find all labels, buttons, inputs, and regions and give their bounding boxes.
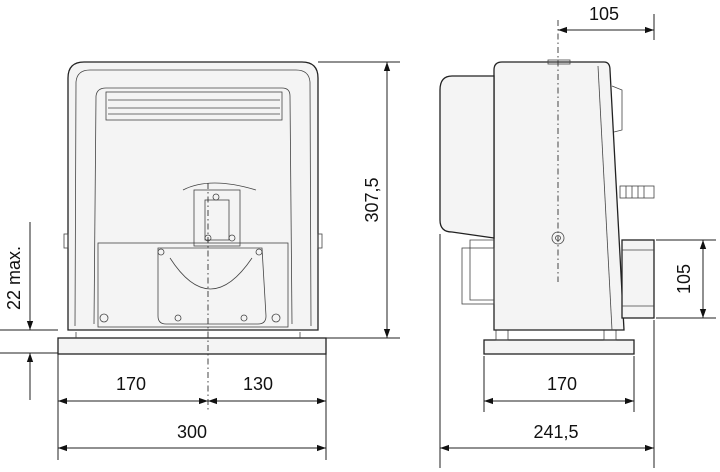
side-view: 105 105 170 241,5 (439, 4, 716, 468)
front-base-plate (57, 337, 327, 355)
dim-front-height: 307,5 (318, 61, 400, 339)
side-lower-box (461, 247, 495, 305)
dim-side-right-label: 105 (674, 264, 694, 294)
dim-side-bottom-label: 170 (547, 374, 577, 394)
side-housing (493, 61, 625, 331)
side-base-plate (483, 339, 635, 355)
front-view: 307,5 22 max. 170 130 300 (0, 61, 400, 460)
dim-side-bottom: 170 (483, 356, 635, 412)
dim-front-left-label: 170 (116, 374, 146, 394)
dim-front-partial: 170 130 (57, 354, 327, 460)
side-motor-cover (439, 75, 495, 239)
dim-front-clearance: 22 max. (0, 222, 58, 400)
front-bracket (182, 182, 257, 247)
side-bolt (619, 185, 655, 199)
front-grille (105, 91, 283, 121)
dim-side-right: 105 (656, 239, 716, 319)
dim-side-top: 105 (558, 4, 655, 40)
front-gear-cover (157, 247, 267, 325)
dim-front-right-label: 130 (243, 374, 273, 394)
dim-side-total: 241,5 (439, 234, 655, 468)
dim-side-total-label: 241,5 (533, 422, 578, 442)
bolt-icon (99, 313, 109, 323)
dim-front-total-label: 300 (177, 422, 207, 442)
front-lower-plate (97, 242, 289, 328)
front-housing (67, 61, 319, 331)
dim-side-top-label: 105 (589, 4, 619, 24)
dim-front-total: 300 (58, 422, 326, 452)
bolt-icon (271, 313, 281, 323)
dim-front-clearance-label: 22 max. (4, 246, 24, 310)
side-right-module (621, 239, 655, 319)
dim-front-height-label: 307,5 (362, 177, 382, 222)
